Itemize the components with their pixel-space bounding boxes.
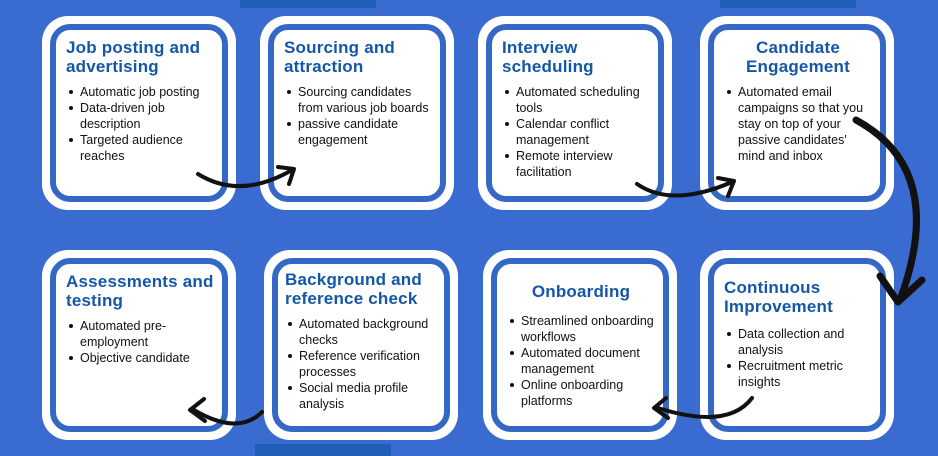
- card-list: Streamlined onboarding workflows Automat…: [505, 313, 657, 409]
- card-title: Onboarding: [531, 282, 631, 301]
- card-title: Candidate Engagement: [745, 38, 851, 76]
- arrowhead-engagement-to-improvement: [876, 272, 926, 306]
- card-title: Continuous Improvement: [724, 278, 833, 316]
- card-list: Automatic job posting Data-driven job de…: [64, 84, 216, 164]
- arrow-engagement-to-improvement: [852, 116, 920, 304]
- card-candidate-engagement: Candidate Engagement Automated email cam…: [700, 16, 894, 210]
- list-item: Social media profile analysis: [288, 380, 441, 412]
- list-item: Automated email campaigns so that you st…: [727, 84, 874, 164]
- arrow-job-to-sourcing: [196, 168, 294, 189]
- card-title: Sourcing and attraction: [284, 38, 396, 76]
- list-item: Automated background checks: [288, 316, 441, 348]
- arrowhead-interview-to-engagement: [716, 176, 736, 198]
- list-item: Remote interview facilitation: [505, 148, 652, 180]
- list-item: Sourcing candidates from various job boa…: [287, 84, 434, 116]
- list-item: Automated scheduling tools: [505, 84, 652, 116]
- list-item: Automated document management: [510, 345, 657, 377]
- list-item: Calendar conflict management: [505, 116, 652, 148]
- arrow-interview-to-engagement: [635, 180, 734, 198]
- decorative-block-top-left: [240, 0, 376, 8]
- arrowhead-job-to-sourcing: [276, 165, 296, 186]
- arrowhead-background-to-assessments: [188, 397, 207, 423]
- card-title: Assessments and testing: [66, 272, 214, 310]
- decorative-block-top-right: [720, 0, 856, 8]
- list-item: Reference verification processes: [288, 348, 441, 380]
- list-item: Automatic job posting: [69, 84, 216, 100]
- card-list: Data collection and analysis Recruitment…: [722, 326, 874, 390]
- card-title: Job posting and advertising: [66, 38, 201, 76]
- card-list: Automated background checks Reference ve…: [283, 316, 441, 412]
- list-item: Recruitment metric insights: [727, 358, 874, 390]
- list-item: passive candidate engagement: [287, 116, 434, 148]
- list-item: Streamlined onboarding workflows: [510, 313, 657, 345]
- card-background-check: Background and reference check Automated…: [264, 250, 458, 440]
- list-item: Data collection and analysis: [727, 326, 874, 358]
- card-list: Automated scheduling tools Calendar conf…: [500, 84, 652, 180]
- list-item: Automated pre-employment: [69, 318, 216, 350]
- arrow-improvement-to-onboarding: [656, 396, 754, 419]
- card-continuous-improvement: Continuous Improvement Data collection a…: [700, 250, 894, 440]
- card-onboarding: Onboarding Streamlined onboarding workfl…: [483, 250, 677, 440]
- list-item: Data-driven job description: [69, 100, 216, 132]
- list-item: Targeted audience reaches: [69, 132, 216, 164]
- card-list: Sourcing candidates from various job boa…: [282, 84, 434, 148]
- card-title: Background and reference check: [285, 270, 422, 308]
- card-assessments: Assessments and testing Automated pre-em…: [42, 250, 236, 440]
- list-item: Objective candidate: [69, 350, 216, 366]
- arrow-background-to-assessments: [192, 408, 264, 426]
- list-item: Online onboarding platforms: [510, 377, 657, 409]
- card-title: Interview scheduling: [502, 38, 594, 76]
- card-list: Automated email campaigns so that you st…: [722, 84, 874, 164]
- card-interview-scheduling: Interview scheduling Automated schedulin…: [478, 16, 672, 210]
- decorative-block-bottom: [255, 444, 391, 456]
- card-list: Automated pre-employment Objective candi…: [64, 318, 216, 366]
- arrowhead-improvement-to-onboarding: [652, 396, 670, 420]
